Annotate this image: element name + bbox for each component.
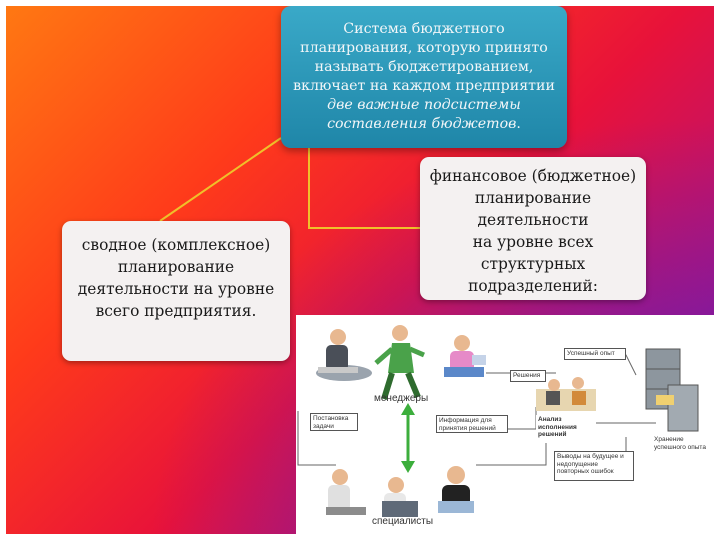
analysis-box: Анализ исполнения решений (536, 415, 594, 438)
right-box-line: планирование деятельности (474, 189, 592, 229)
manager-on-phone-figure (316, 329, 372, 381)
analysis-group-figures (536, 377, 596, 411)
left-box-line: деятельности на уровне (77, 280, 275, 298)
right-box-line: на уровне всех (472, 233, 594, 251)
managers-label: менеджеры (374, 393, 429, 404)
success-experience-box: Успешный опыт (564, 348, 626, 360)
filing-cabinet-icons (645, 348, 699, 432)
right-box-line: подразделений: (468, 277, 598, 295)
top-box-line-italic: составления бюджетов (327, 116, 517, 132)
top-box-line: включает на каждом предприятии (293, 78, 555, 94)
decision-info-box: Информация для принятия решений (436, 415, 508, 433)
left-box: сводное (комплексное) планирование деяте… (62, 221, 290, 361)
right-box-line: финансовое (бюджетное) (429, 167, 637, 185)
left-box-line: планирование (117, 258, 235, 276)
vertical-double-arrow (401, 403, 415, 473)
top-box-line: Система бюджетного (343, 21, 505, 37)
specialists-label: специалисты (372, 516, 434, 527)
right-box-line: структурных (480, 255, 586, 273)
left-box-line: сводное (комплексное) (81, 236, 271, 254)
mistakes-box: Выводы на будущее и недопущение повторны… (554, 451, 634, 481)
assessment-box: Постановка задачи (310, 413, 358, 431)
illustration-drawing (297, 325, 699, 517)
solutions-box: Решения (510, 370, 546, 382)
top-box-line: планирования, которую принято (300, 40, 548, 56)
specialist-figures (326, 466, 474, 517)
business-process-illustration: менеджеры специалисты Успешный опыт Реше… (296, 315, 720, 534)
right-box: финансовое (бюджетное) планирование деят… (420, 157, 646, 300)
manager-running-figure (374, 325, 425, 400)
top-box: Система бюджетного планирования, которую… (281, 6, 567, 148)
top-box-line-italic: две важные подсистемы (327, 97, 521, 113)
top-box-period: . (516, 116, 521, 132)
manager-laptop-figure (444, 335, 486, 377)
connector-top-to-left (159, 137, 282, 222)
top-box-line: называть бюджетированием, (314, 59, 534, 75)
top-box-last-line: составления бюджетов. (291, 115, 557, 134)
storage-box: Хранение успешного опыта (652, 435, 712, 455)
connector-top-to-right (308, 148, 420, 229)
left-box-line: всего предприятия. (95, 302, 257, 320)
